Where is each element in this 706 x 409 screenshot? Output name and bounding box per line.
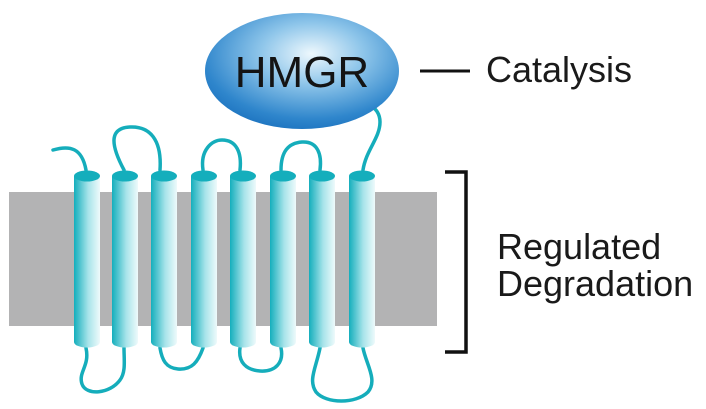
- helix-3: [151, 170, 177, 348]
- helix-8: [349, 170, 375, 348]
- hmgr-enzyme-domain: [205, 13, 399, 129]
- catalysis-label: Catalysis: [486, 49, 632, 90]
- loop-bottom-3-4: [158, 346, 205, 371]
- loops: [51, 102, 382, 403]
- loop-bottom-1-2: [79, 346, 127, 394]
- helix-4: [191, 170, 217, 348]
- enzyme-label: HMGR: [235, 48, 369, 97]
- degradation-label-line1: Regulated: [497, 226, 661, 267]
- helix-7: [309, 170, 335, 348]
- helix-2: [112, 170, 138, 348]
- loop-top-2-3: [112, 125, 162, 172]
- degradation-bracket: [445, 170, 468, 354]
- loop-bottom-7-8: [310, 346, 374, 403]
- loop-top-4-5: [200, 138, 243, 172]
- n-terminal-tail: [51, 146, 88, 172]
- helices: [74, 170, 375, 348]
- helix-5: [230, 170, 256, 348]
- degradation-label-line2: Degradation: [497, 263, 693, 304]
- loop-bottom-5-6: [237, 346, 284, 373]
- loop-top-6-7: [279, 140, 323, 172]
- helix-1: [74, 170, 100, 348]
- helix-6: [270, 170, 296, 348]
